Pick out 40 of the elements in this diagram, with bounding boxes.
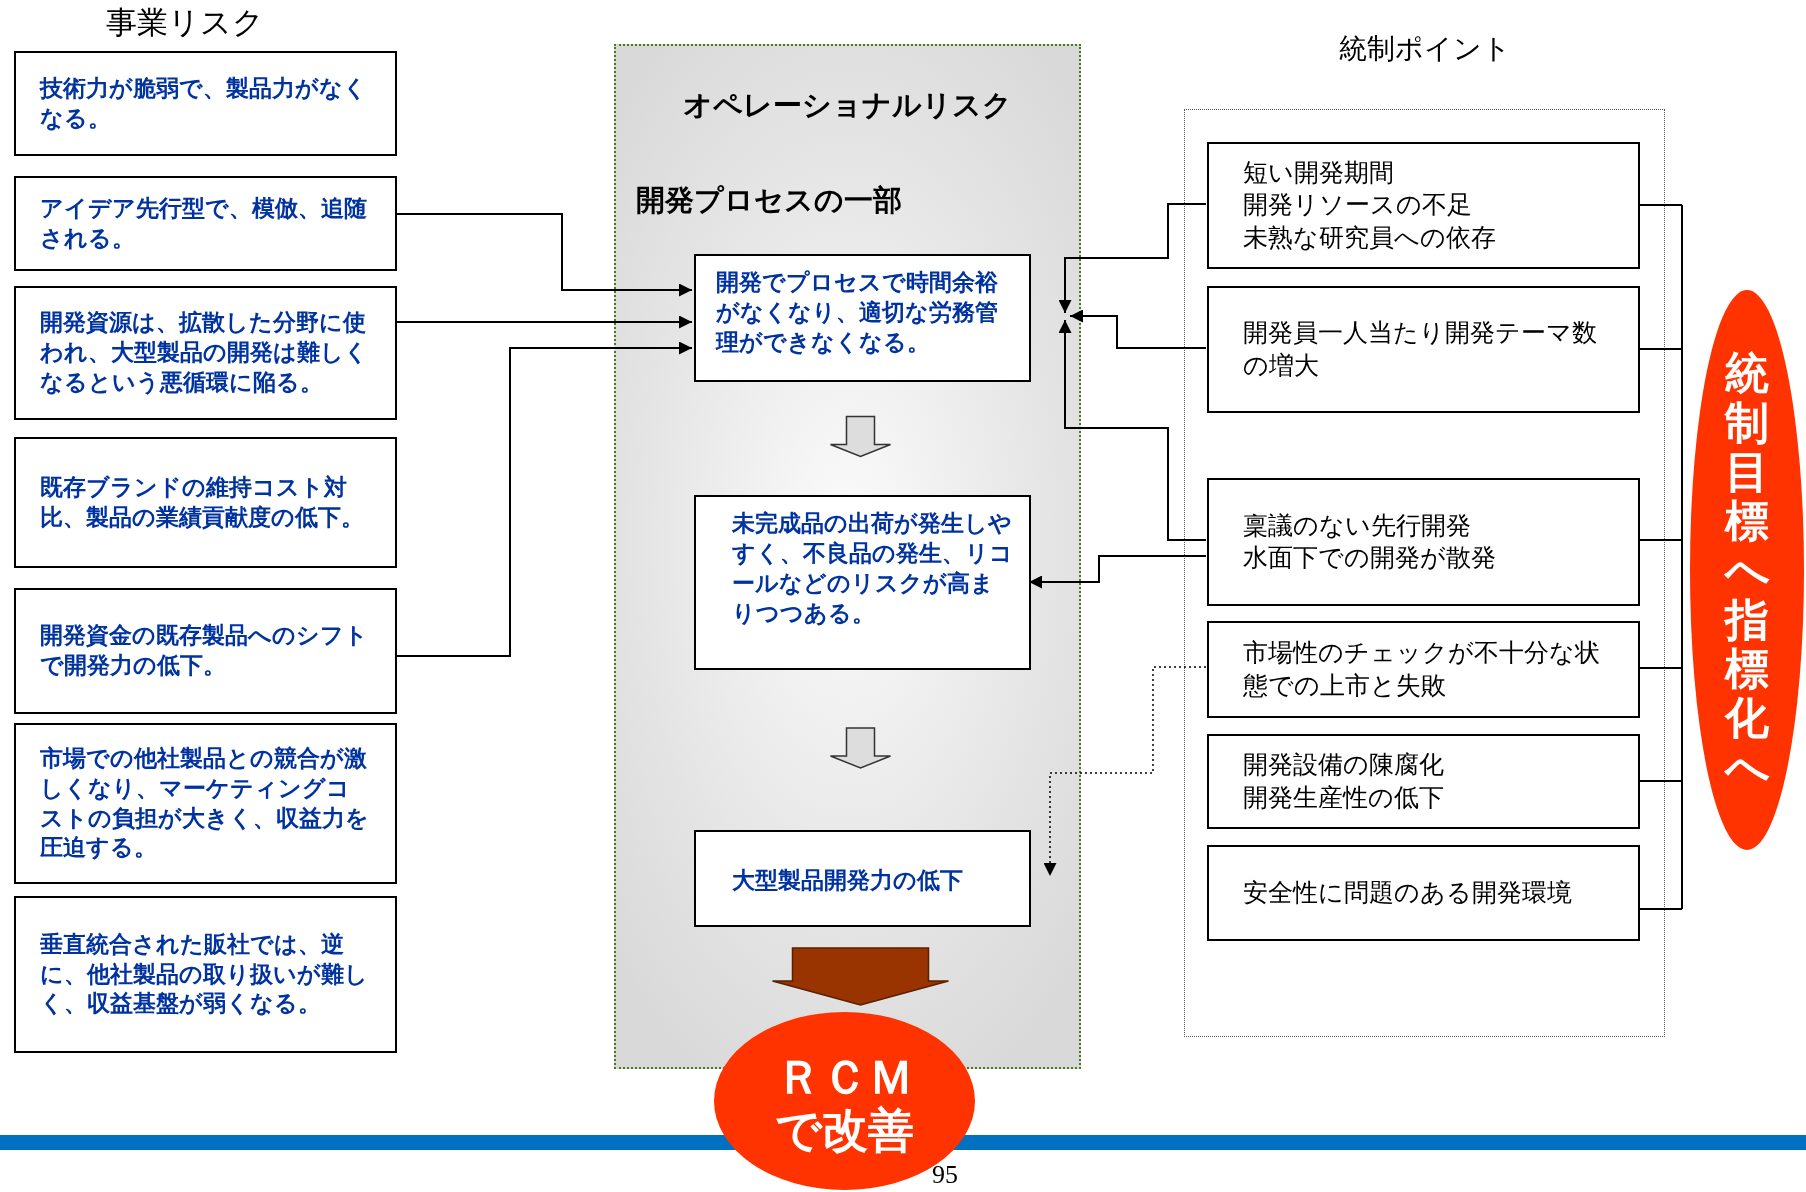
arrow xyxy=(396,315,693,329)
control-item: 短い開発期間 xyxy=(1243,156,1395,189)
control-item: 開発リソースの不足 xyxy=(1243,189,1473,222)
risk-box: 既存ブランドの維持コスト対比、製品の業績貢献度の低下。 xyxy=(14,437,397,568)
risk-box: 開発資源は、拡散した分野に使われ、大型製品の開発は難しくなるという悪循環に陥る。 xyxy=(14,286,397,420)
process-box: 大型製品開発力の低下 xyxy=(694,830,1031,927)
block-arrow xyxy=(829,415,892,458)
column-heading: 事業リスク xyxy=(105,3,265,42)
control-item: 未熟な研究員への依存 xyxy=(1243,221,1497,254)
goal-oval: 統制目標へ指標化へ xyxy=(1690,290,1804,850)
page-number: 95 xyxy=(931,1160,959,1190)
control-box xyxy=(1207,734,1640,829)
control-item: 開発設備の陳腐化 xyxy=(1243,749,1445,781)
process-box: 未完成品の出荷が発生しやすく、不良品の発生、リコールなどのリスクが高まりつつある。 xyxy=(694,495,1031,670)
arrow xyxy=(1058,203,1207,314)
control-box xyxy=(1207,478,1640,606)
risk-box: 垂直統合された販社では、逆に、他社製品の取り扱いが難しく、収益基盤が弱くなる。 xyxy=(14,896,397,1053)
control-box: 安全性に問題のある開発環境 xyxy=(1207,845,1640,941)
arrow xyxy=(1028,555,1207,589)
arrow xyxy=(1069,309,1207,349)
control-item: 開発生産性の低下 xyxy=(1243,781,1445,814)
arrow xyxy=(396,341,693,657)
risk-box: 技術力が脆弱で、製品力がなくなる。 xyxy=(14,51,397,156)
risk-box: アイデア先行型で、模倣、追随される。 xyxy=(14,176,397,271)
arrow xyxy=(1058,319,1207,541)
panel-heading: 統制ポイント xyxy=(1337,31,1512,67)
control-box xyxy=(1207,142,1640,269)
panel-subtitle: 開発プロセスの一部 xyxy=(636,182,902,219)
block-arrow xyxy=(829,727,892,769)
arrow xyxy=(396,213,693,297)
control-item: 稟議のない先行開発 xyxy=(1243,509,1472,542)
control-item: 水面下での開発が散発 xyxy=(1243,542,1497,574)
control-box: 市場性のチェックが不十分な状態での上市と失敗 xyxy=(1207,621,1640,718)
risk-box: 市場での他社製品との競合が激しくなり、マーケティングコストの負担が大きく、収益力を圧迫する。 xyxy=(14,723,397,884)
arrow xyxy=(1043,666,1207,877)
block-arrow xyxy=(771,947,950,1006)
control-box: 開発員一人当たり開発テーマ数の増大 xyxy=(1207,286,1640,413)
panel-title: オペレーショナルリスク xyxy=(682,87,1013,124)
process-box: 開発でプロセスで時間余裕がなくなり、適切な労務管理ができなくなる。 xyxy=(694,254,1031,382)
risk-box: 開発資金の既存製品へのシフトで開発力の低下。 xyxy=(14,588,397,714)
